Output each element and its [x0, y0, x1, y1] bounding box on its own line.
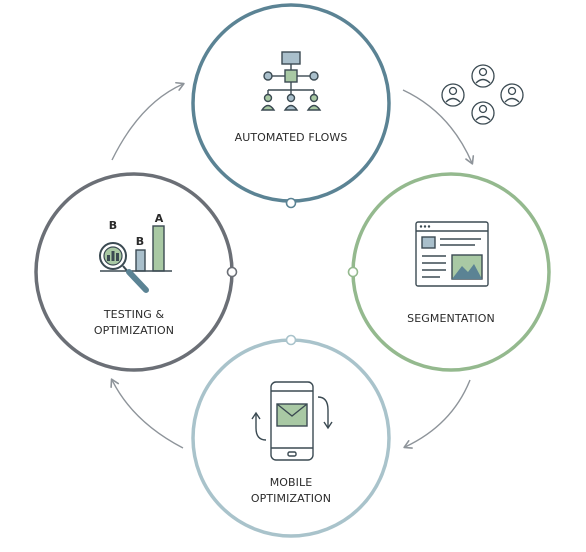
arrow-automated-to-segmentation — [402, 89, 475, 165]
chart-letter: B — [136, 235, 144, 248]
chart-letter: A — [155, 212, 164, 225]
ab-test-magnifier-icon: B B A — [99, 212, 172, 293]
node-automated-flows: AUTOMATED FLOWS — [191, 3, 391, 209]
segmentation-label: SEGMENTATION — [407, 312, 495, 325]
arrow-segmentation-to-mobile — [403, 379, 471, 449]
mobile-email-icon — [251, 381, 333, 461]
testing-label-line2: OPTIMIZATION — [94, 324, 174, 337]
user-group-icon — [441, 64, 524, 125]
mobile-label-line2: OPTIMIZATION — [251, 492, 331, 505]
arrow-mobile-to-testing — [110, 378, 184, 449]
arrow-testing-to-automated — [111, 81, 185, 161]
mobile-label-line1: MOBILE — [270, 476, 313, 489]
web-layout-icon — [415, 221, 489, 287]
node-mobile-optimization: MOBILE OPTIMIZATION — [191, 334, 391, 538]
connector-dot — [347, 266, 359, 278]
connector-dot — [226, 266, 238, 278]
connector-dot — [285, 197, 297, 209]
connector-dot — [285, 334, 297, 346]
automated-flows-label: AUTOMATED FLOWS — [235, 131, 348, 144]
node-segmentation: SEGMENTATION — [347, 172, 551, 372]
chart-letter: B — [109, 219, 117, 232]
node-testing-optimization: B B A TESTING & OPTIMIZATION — [34, 172, 238, 372]
testing-label-line1: TESTING & — [103, 308, 165, 321]
flowchart-icon — [260, 51, 322, 111]
